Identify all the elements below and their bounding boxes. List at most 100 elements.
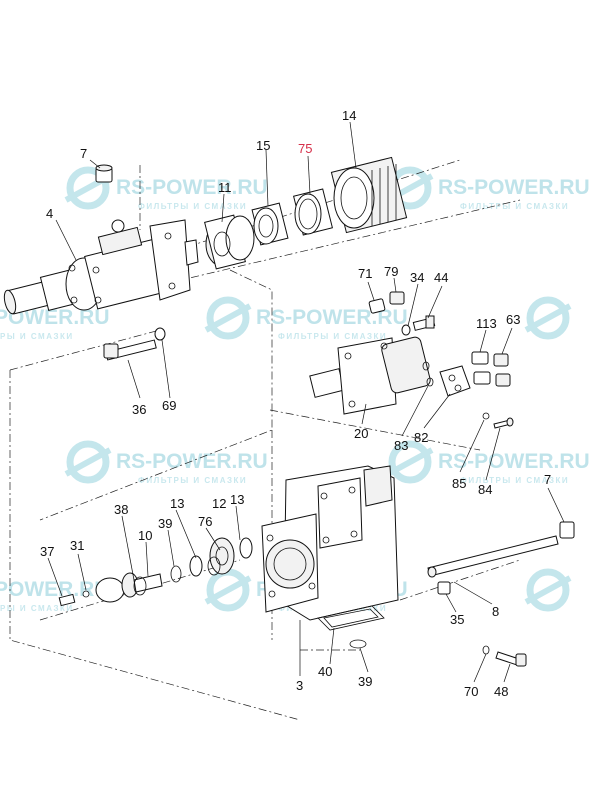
watermark-brand: POWER.RU [0,306,110,329]
watermark-lower-left: RS-POWER.RU ФИЛЬТРЫ И СМАЗКИ [64,440,268,485]
callout-8: 8 [492,604,499,619]
part-spacer-13b [239,537,253,559]
watermark-mid-center: RS-POWER.RU ФИЛЬТРЫ И СМАЗКИ [204,296,408,341]
watermark-tagline: РЫ И СМАЗКИ [0,332,74,341]
callout-15: 15 [256,138,270,153]
part-screw-37 [58,593,76,607]
callout-14: 14 [342,108,356,123]
watermark-logo-icon [388,440,432,484]
part-washer-31 [82,590,90,598]
callout-35: 35 [450,612,464,627]
callout-38: 38 [114,502,128,517]
part-plate-82 [439,365,471,397]
part-nut-35 [437,581,451,595]
watermark-bottom-right [524,568,572,612]
callout-69: 69 [162,398,176,413]
callout-44: 44 [434,270,448,285]
watermark-logo-icon [526,296,570,340]
callout-31: 31 [70,538,84,553]
callout-113: 113 [476,316,497,331]
part-fitting-7 [95,164,113,183]
watermark-brand: RS-POWER.RU [256,306,408,329]
part-long-rod-8 [427,535,559,578]
watermark-tagline: ФИЛЬТРЫ И СМАЗКИ [138,476,247,485]
part-gasket-40 [317,605,385,631]
callout-4: 4 [46,206,53,221]
callout-labels: 7 4 11 15 75 14 71 79 34 44 113 63 36 69… [40,108,551,699]
leader-lines [47,121,565,683]
callout-75: 75 [298,141,312,156]
callout-10: 10 [138,528,152,543]
part-washer-69 [154,327,166,341]
callout-82: 82 [414,430,428,445]
part-ring-12 [207,556,221,576]
part-o-ring-39-bottom [349,639,367,649]
callout-39-bottom: 39 [358,674,372,689]
callout-84: 84 [478,482,492,497]
part-fittings-113 [471,351,491,385]
part-fittings-63 [493,353,511,387]
part-spacer-13a [189,555,203,577]
watermark-mid-left: POWER.RU РЫ И СМАЗКИ [0,306,110,341]
watermark-logo-icon [526,568,570,612]
callout-48: 48 [494,684,508,699]
callout-63: 63 [506,312,520,327]
callout-7-right: 7 [544,472,551,487]
callout-7-top: 7 [80,146,87,161]
watermark-brand: POWER.RU [0,578,110,601]
part-fitting-71 [368,298,386,314]
watermark-brand: RS-POWER.RU [438,176,590,199]
callout-39-left: 39 [158,516,172,531]
callout-36: 36 [132,402,146,417]
watermark-lower-right: RS-POWER.RU ФИЛЬТРЫ И СМАЗКИ [386,440,590,485]
part-cap-7-right [559,521,575,539]
watermark-bottom-left: POWER.RU РЫ И СМАЗКИ [0,578,110,613]
part-pump-housing [3,219,199,315]
watermark-tagline: ФИЛЬТРЫ И СМАЗКИ [278,332,387,341]
callout-34: 34 [410,270,424,285]
part-gear-sleeve-11 [204,214,255,270]
callout-40: 40 [318,664,332,679]
part-main-housing-3 [261,465,399,621]
watermark-tagline: ФИЛЬТРЫ И СМАЗКИ [460,202,569,211]
part-pump-unit-20 [309,336,431,415]
part-screw-84 [493,417,514,429]
part-o-ring-39 [133,565,182,596]
watermark-mid-right [524,296,572,340]
part-cap-79 [389,291,405,305]
watermark-brand: RS-POWER.RU [438,450,590,473]
callout-13-right: 13 [230,492,244,507]
callout-37: 37 [40,544,54,559]
watermark-tagline: РЫ И СМАЗКИ [0,604,74,613]
callout-83: 83 [394,438,408,453]
part-washer-34 [401,324,411,336]
part-ring-75 [293,188,333,236]
watermark-tagline: ФИЛЬТРЫ И СМАЗКИ [460,476,569,485]
callout-20: 20 [354,426,368,441]
part-gear-76 [209,537,235,575]
part-bolt-36 [103,339,157,361]
callout-12: 12 [212,496,226,511]
watermark-brand: RS-POWER.RU [116,450,268,473]
part-washer-70 [482,645,490,655]
callout-85: 85 [452,476,466,491]
watermark-logo-icon [206,296,250,340]
watermark-tagline: ФИЛЬТРЫ И СМАЗКИ [138,202,247,211]
callout-11: 11 [218,180,232,195]
watermark-logo-icon [66,440,110,484]
part-gear-ring-14 [330,156,408,234]
part-bolt-48 [495,651,527,667]
part-bushing-15 [251,202,289,246]
part-bolt-44 [412,315,436,331]
callout-71: 71 [358,266,372,281]
callout-79: 79 [384,264,398,279]
callout-70: 70 [464,684,478,699]
callout-3: 3 [296,678,303,693]
watermark-brand: RS-POWER.RU [116,176,268,199]
part-washer-85 [482,412,490,420]
watermark-logo-icon [66,166,110,210]
part-o-rings-83 [422,361,434,387]
callout-76: 76 [198,514,212,529]
callout-13-left: 13 [170,496,184,511]
